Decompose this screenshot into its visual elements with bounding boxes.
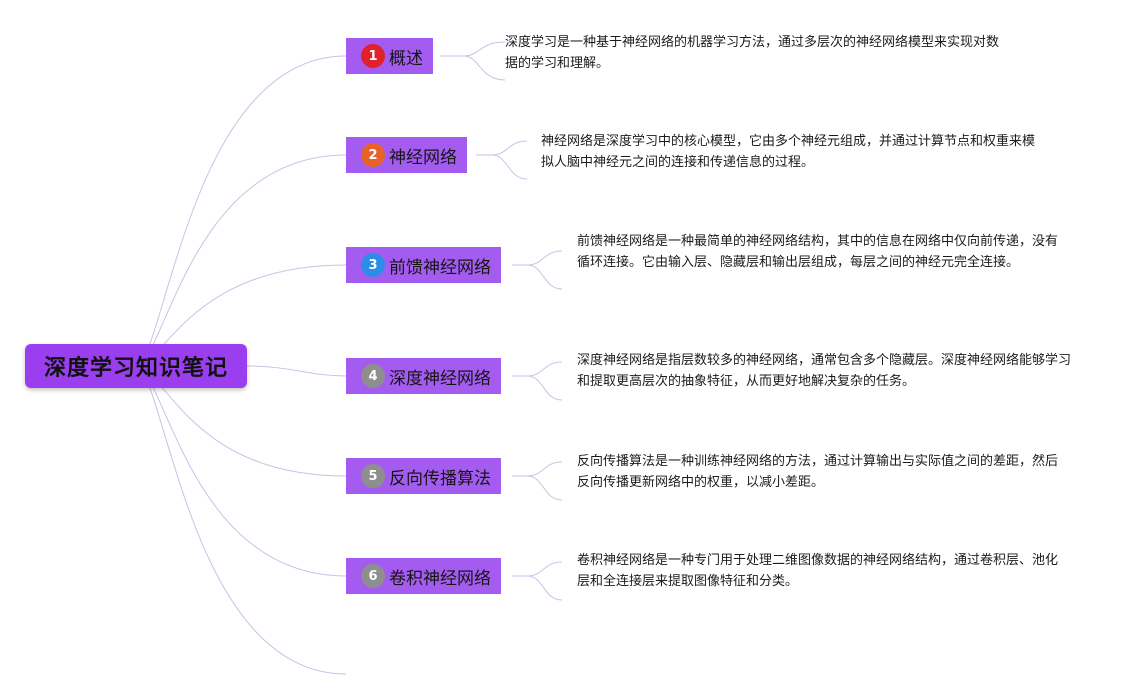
description-backpropagation: 反向传播算法是一种训练神经网络的方法，通过计算输出与实际值之间的差距，然后反向传… [577, 454, 1059, 490]
branch-label: 神经网络 [389, 147, 457, 168]
branch-label: 反向传播算法 [389, 468, 491, 489]
branch-node-deep-neural-network[interactable]: 4 深度神经网络 [346, 358, 501, 394]
branch-node-convolutional-network[interactable]: 6 卷积神经网络 [346, 558, 501, 594]
description-overview: 深度学习是一种基于神经网络的机器学习方法，通过多层次的神经网络模型来实现对数据的… [505, 35, 1000, 71]
number-5-icon: 5 [361, 464, 385, 488]
number-1-icon: 1 [361, 44, 385, 68]
branch-node-neural-network[interactable]: 2 神经网络 [346, 137, 467, 173]
branch-node-backpropagation[interactable]: 5 反向传播算法 [346, 458, 501, 494]
description-convolutional-network: 卷积神经网络是一种专门用于处理二维图像数据的神经网络结构，通过卷积层、池化层和全… [577, 553, 1059, 589]
description-neural-network: 神经网络是深度学习中的核心模型，它由多个神经元组成，并通过计算节点和权重来模拟人… [541, 134, 1036, 170]
description-feedforward-network: 前馈神经网络是一种最简单的神经网络结构，其中的信息在网络中仅向前传递，没有循环连… [577, 234, 1059, 270]
branch-label: 概述 [389, 48, 423, 69]
number-4-icon: 4 [361, 364, 385, 388]
branch-label: 深度神经网络 [389, 368, 491, 389]
branch-node-feedforward-network[interactable]: 3 前馈神经网络 [346, 247, 501, 283]
branch-node-overview[interactable]: 1 概述 [346, 38, 433, 74]
description-deep-neural-network: 深度神经网络是指层数较多的神经网络，通常包含多个隐藏层。深度神经网络能够学习和提… [577, 353, 1072, 389]
number-3-icon: 3 [361, 253, 385, 277]
root-title: 深度学习知识笔记 [43, 356, 228, 381]
branch-label: 卷积神经网络 [389, 568, 491, 589]
number-2-icon: 2 [361, 143, 385, 167]
root-node[interactable]: 深度学习知识笔记 [25, 344, 247, 388]
number-6-icon: 6 [361, 564, 385, 588]
branch-label: 前馈神经网络 [389, 257, 491, 278]
